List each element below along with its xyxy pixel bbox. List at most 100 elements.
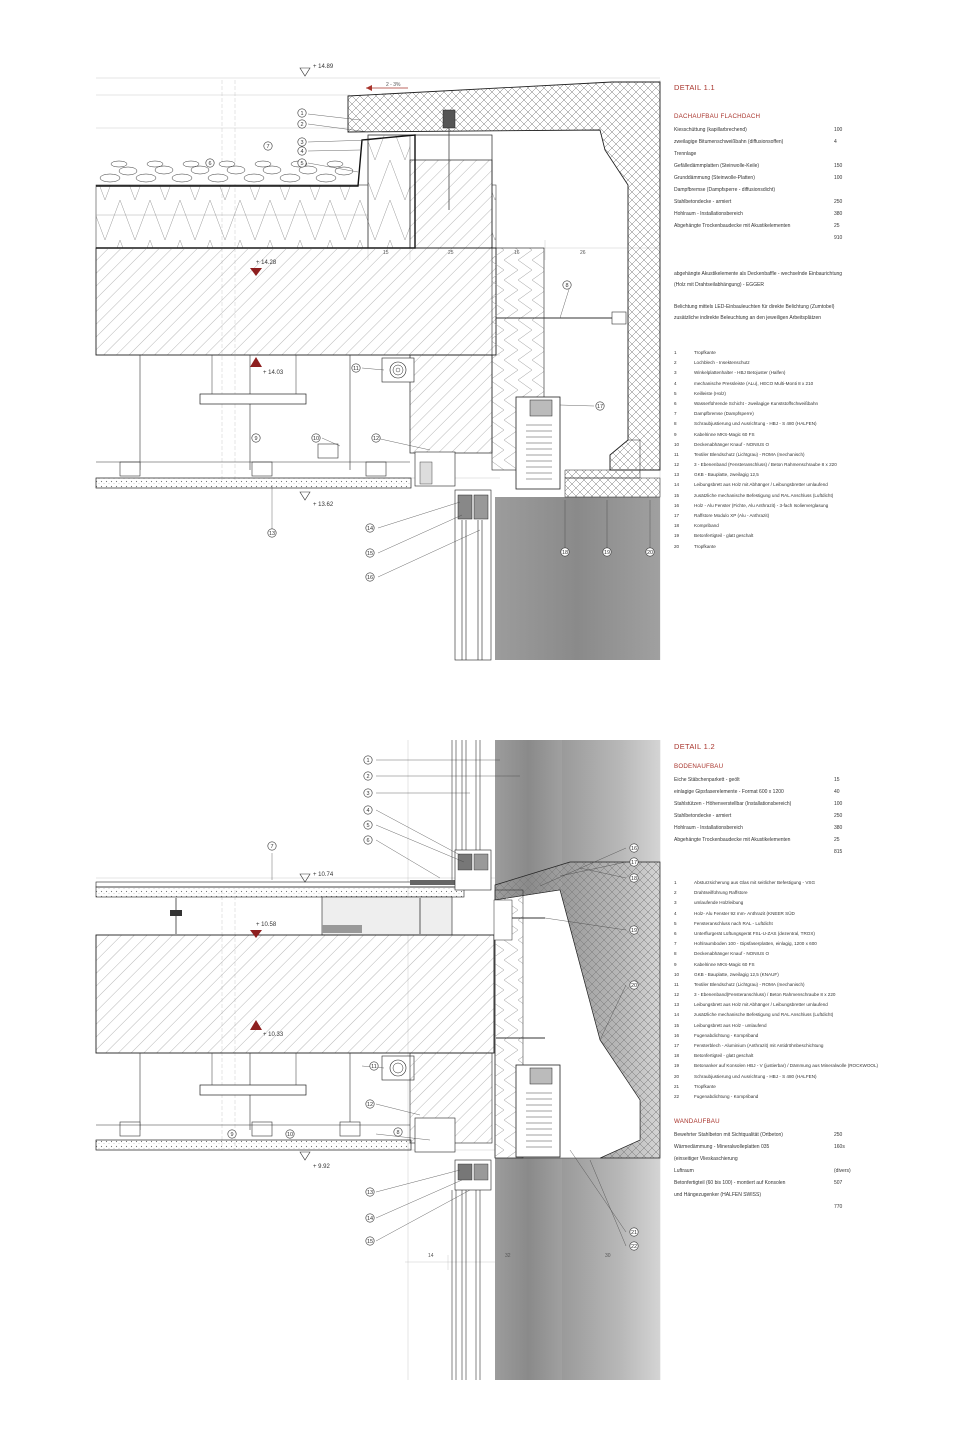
callout-circle: [560, 547, 570, 557]
legend-text: Raffstore Modulo XP (Alu - Anthrazit): [694, 513, 770, 518]
elevation-roof: + 14.28: [256, 260, 277, 266]
legend-text: Leibungsbrett aus Holz mit Abhänger / Le…: [694, 482, 828, 488]
callout-circle: [297, 158, 307, 168]
callout-circle: [365, 572, 375, 582]
legend-number: 21: [674, 1083, 680, 1089]
legend-text: Deckenabhänger Knauf - NONIUS O: [694, 441, 770, 447]
legend-text: Textiler Blendschutz (Lichtgrau) - ROMA …: [694, 451, 805, 457]
legend-number: 13: [674, 472, 680, 478]
legend-number: 2: [674, 360, 677, 366]
callout-circle: [297, 146, 307, 156]
callout-number: 17: [631, 860, 637, 866]
legend-number: 6: [674, 400, 677, 406]
callout-number: 6: [208, 161, 211, 167]
dim-16: 16: [514, 250, 520, 256]
roof-section-title: DACHAUFBAU FLACHDACH: [674, 113, 761, 120]
layer-row: und Hängezugenker (HALFEN SWISS): [674, 1192, 761, 1199]
legend-number: 22: [674, 1093, 680, 1099]
legend-text: Textiler Blendschutz (Lichtgrau) - ROMA …: [694, 981, 805, 987]
callout-number: 4: [300, 149, 303, 155]
elevation-floor: + 10.74: [313, 872, 334, 878]
callout-circle: [629, 873, 639, 883]
callout-number: 20: [647, 550, 653, 556]
legend-text: Betonfertigteil - glatt geschalt: [694, 1053, 754, 1059]
callout-circle: [227, 1129, 237, 1139]
callout-number: 19: [604, 550, 610, 556]
slope-label: 2 - 3%: [386, 82, 401, 88]
callout-circle: [365, 1236, 375, 1246]
legend-text: Tropfkante: [694, 350, 716, 355]
legend-text: Wasserführende Schicht - zweilagige Kuns…: [694, 400, 819, 406]
note-line: abgehängte Akustikelemente als Deckenbaf…: [674, 271, 843, 277]
callout-circle: [562, 280, 572, 290]
callout-circle: [263, 141, 273, 151]
callout-number: 9: [254, 436, 257, 442]
legend-text: 3 - Ebenenband (Fensteranschluss) / Beto…: [694, 462, 837, 468]
legend-number: 3: [674, 370, 677, 376]
legend-text: Hohlraumboden 100 - Gipsfaserplatten, ei…: [694, 941, 817, 947]
callout-number: 12: [373, 436, 379, 442]
wall-section-title: WANDAUFBAU: [674, 1118, 720, 1126]
layer-row: Bewehrter Stahlbeton mit Sichtqualität (…: [674, 1132, 843, 1139]
legend-text: Keilleiste (Holz): [694, 390, 726, 396]
callout-circle: [629, 1241, 639, 1251]
callout-number: 2: [366, 774, 369, 780]
legend-text: Kabelrinne MKS-Magic 60 FS: [694, 961, 755, 967]
legend-number: 15: [674, 492, 680, 498]
callout-circle: [645, 547, 655, 557]
detail-1-1-panel: DETAIL 1.1 DACHAUFBAU FLACHDACH Kiesschü…: [674, 83, 874, 552]
legend-number: 5: [674, 920, 677, 926]
callout-circle: [365, 1099, 375, 1109]
callout-number: 5: [366, 823, 369, 829]
layer-row: Luftraum(divers): [674, 1168, 851, 1175]
callout-number: 13: [367, 1190, 373, 1196]
callout-number: 8: [396, 1130, 399, 1136]
legend-number: 10: [674, 441, 680, 447]
callout-number: 16: [631, 846, 637, 852]
callout-number: 9: [230, 1132, 233, 1138]
legend-number: 11: [674, 451, 679, 457]
legend-number: 9: [674, 961, 677, 967]
callout-circle: [267, 528, 277, 538]
callout-number: 22: [631, 1244, 637, 1250]
layer-total: 910: [834, 235, 843, 241]
legend-text: Unterflurgerät Lüftungsgerät FSL-U-ZAS (…: [694, 930, 815, 936]
layer-row: Dampfbremse (Dampfsperre - diffusionsdic…: [674, 187, 776, 193]
callout-circle: [251, 433, 261, 443]
legend-number: 17: [674, 1043, 680, 1048]
callout-number: 15: [367, 1239, 373, 1245]
callout-number: 11: [353, 366, 359, 372]
elevation-slab: + 10.58: [256, 922, 277, 928]
callout-number: 17: [597, 404, 603, 410]
legend-text: Betonanker auf Konsolen HBJ - V (justier…: [694, 1063, 879, 1069]
detail-1-2-title: DETAIL 1.2: [674, 742, 715, 751]
legend-text: Schraubjustierung und Ausrichtung - HBJ …: [694, 421, 817, 427]
legend-number: 16: [674, 502, 680, 508]
callout-number: 1: [300, 111, 303, 117]
roof-layer-list: Kiesschüttung (kapillarbrechend)100 zwei…: [674, 124, 874, 244]
elevation-ceiling: + 14.03: [263, 370, 284, 376]
callout-circle: [363, 835, 373, 845]
